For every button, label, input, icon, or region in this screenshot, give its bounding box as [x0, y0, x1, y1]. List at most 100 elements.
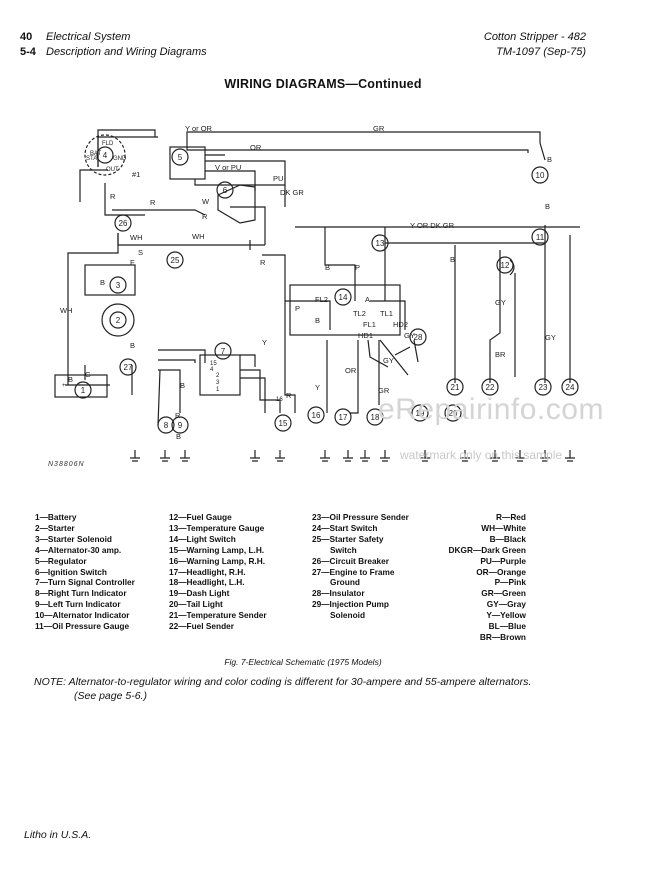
terminal-label: 3: [216, 380, 220, 386]
regulator-box: [169, 146, 206, 180]
legend-item: 2—Starter: [35, 522, 75, 533]
wire-label: DK GR: [280, 188, 304, 197]
wire-2: [97, 136, 158, 167]
wire-label: Y OR DK GR: [410, 221, 455, 230]
legend-item: 12—Fuel Gauge: [169, 512, 232, 522]
component-number-10: 10: [536, 171, 545, 180]
wire-10: [104, 183, 145, 216]
wire-label: B: [180, 381, 185, 390]
legend-item: BL—Blue: [488, 621, 526, 632]
legend-item: WH—White: [481, 522, 526, 533]
legend-item: Y—Yellow: [486, 610, 526, 621]
wire-label: PU: [273, 174, 283, 183]
legend-item: 15—Warning Lamp, L.H.: [169, 544, 265, 555]
terminal-label: GND: [113, 156, 127, 162]
legend-item: OR—Orange: [476, 566, 526, 577]
wire-26: [262, 254, 296, 413]
component-circle-4: [96, 146, 114, 164]
wire-label: B: [130, 341, 135, 350]
wire-label: B: [315, 316, 320, 325]
component-number-23: 23: [539, 383, 548, 392]
legend-item: 20—Tail Light: [169, 599, 223, 610]
terminal-label: -: [98, 383, 100, 389]
terminal-label: +: [62, 383, 66, 389]
legend-item: Ground: [330, 577, 360, 588]
legend-item: B—Black: [489, 533, 526, 544]
footer-text: Litho in U.S.A.: [24, 829, 92, 841]
terminal-label: OUT: [106, 167, 119, 173]
ignition-switch-body: [217, 184, 256, 224]
wire-label: #1: [132, 170, 140, 179]
legend-item: GY—Gray: [486, 599, 526, 610]
wire-label: R: [202, 212, 208, 221]
wire-12: [112, 209, 206, 216]
component-circle-7: [214, 342, 232, 360]
terminal-label: 2: [216, 373, 220, 379]
component-number-14: 14: [339, 293, 348, 302]
wire-label: B: [547, 155, 552, 164]
component-number-25: 25: [171, 256, 180, 265]
fuel-gauge-detail: [499, 259, 515, 276]
ground-symbol-14: [540, 450, 550, 462]
note-line-2: (See page 5-6.): [74, 690, 147, 702]
ground-symbol-6: [320, 450, 330, 462]
wire-label: W: [202, 197, 210, 206]
wire-label: FL1: [363, 320, 376, 329]
wire-label: TL1: [380, 309, 393, 318]
wire-label: WH: [192, 232, 205, 241]
turn-signal-controller-box: [199, 354, 241, 396]
legend-item: 18—Headlight, L.H.: [169, 577, 245, 588]
component-circle-2: [109, 311, 127, 329]
component-circle-18: [366, 408, 384, 426]
wire-label: GR: [378, 386, 390, 395]
component-circle-16: [307, 406, 325, 424]
legend-item: 4—Alternator-30 amp.: [35, 544, 122, 555]
ground-symbol-2: [160, 450, 170, 462]
wire-19: [384, 225, 546, 244]
subsection-title: Description and Wiring Diagrams: [46, 46, 207, 58]
legend-item: 24—Start Switch: [312, 522, 378, 533]
component-circle-17: [334, 408, 352, 426]
legend-item: P—Pink: [494, 577, 526, 588]
wire-label: GR: [373, 124, 385, 133]
wire-4: [539, 142, 546, 161]
wire-label: HD2: [393, 320, 408, 329]
wire-label: Y: [262, 338, 267, 347]
component-number-17: 17: [339, 413, 348, 422]
ground-symbol-9: [380, 450, 390, 462]
legend-item: Solenoid: [330, 610, 366, 621]
wire-label: HD1: [358, 331, 373, 340]
component-circle-26: [114, 214, 132, 232]
wire-11: [79, 169, 108, 202]
wire-label: B: [545, 202, 550, 211]
component-number-28: 28: [414, 333, 423, 342]
legend-item: 11—Oil Pressure Gauge: [35, 621, 130, 632]
component-circle-8: [157, 416, 175, 434]
legend-item: 28—Insulator: [312, 588, 365, 599]
wire-label: P: [355, 263, 360, 272]
component-circle-13: [371, 234, 389, 252]
legend-item: 16—Warning Lamp, R.H.: [169, 555, 266, 566]
wire-5: [186, 140, 529, 153]
wire-15: [67, 233, 119, 385]
wire-label: TL2: [353, 309, 366, 318]
legend-item: 23—Oil Pressure Sender: [312, 512, 409, 522]
wire-label: G: [85, 370, 91, 379]
wire-label: OR: [345, 366, 357, 375]
battery-box: [54, 374, 108, 398]
legend-item: PU—Purple: [480, 555, 526, 566]
legend-item: 17—Headlight, R.H.: [169, 566, 246, 577]
component-number-22: 22: [486, 383, 495, 392]
manual-id: TM-1097 (Sep-75): [496, 46, 586, 58]
component-circle-14: [334, 288, 352, 306]
terminal-label: 4: [210, 367, 214, 373]
component-number-27: 27: [124, 363, 133, 372]
ground-symbol-8: [360, 450, 370, 462]
legend-item: 29—Injection Pump: [312, 599, 389, 610]
wire-40: [240, 369, 281, 413]
ground-symbol-12: [490, 450, 500, 462]
